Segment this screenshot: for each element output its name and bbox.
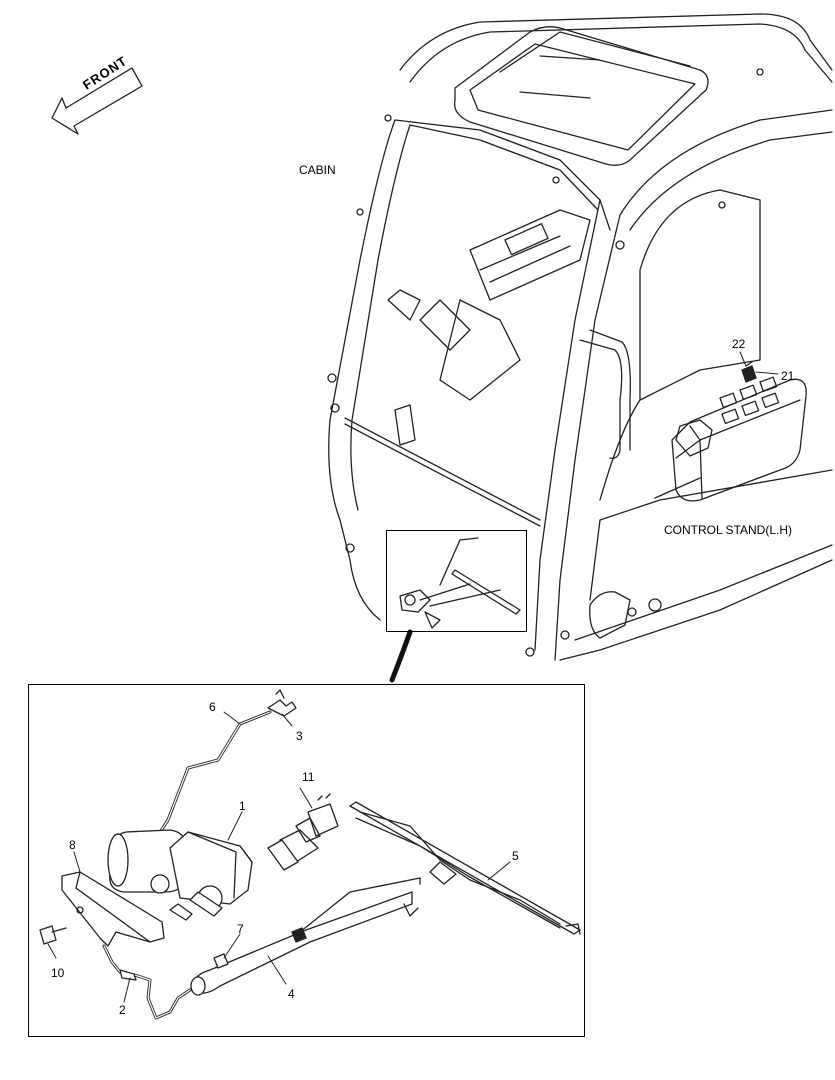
- control-stand-label: CONTROL STAND(L.H): [664, 523, 793, 537]
- callout-6: 6: [209, 700, 216, 714]
- cabin-label: CABIN: [299, 163, 336, 177]
- callout-4: 4: [288, 987, 295, 1001]
- callout-1: 1: [239, 799, 246, 813]
- front-arrow-icon: [51, 67, 143, 135]
- callout-22: 22: [732, 337, 746, 351]
- callout-10: 10: [51, 966, 65, 980]
- callout-11: 11: [302, 770, 315, 784]
- leader-lines: [47, 351, 779, 1003]
- callout-7: 7: [237, 922, 244, 936]
- control-stand-drawing: [654, 361, 807, 502]
- inset-frame: [386, 530, 527, 632]
- detail-frame: [28, 684, 585, 1037]
- callout-3: 3: [296, 729, 303, 743]
- wiper-detail-drawing: [39, 689, 581, 1020]
- callout-5: 5: [512, 849, 519, 863]
- callout-21: 21: [781, 369, 795, 383]
- callout-2: 2: [119, 1003, 126, 1017]
- callout-arrow: [389, 629, 413, 683]
- cabin-drawing: [327, 13, 833, 661]
- inset-wiper-drawing: [399, 537, 521, 629]
- callout-8: 8: [69, 838, 76, 852]
